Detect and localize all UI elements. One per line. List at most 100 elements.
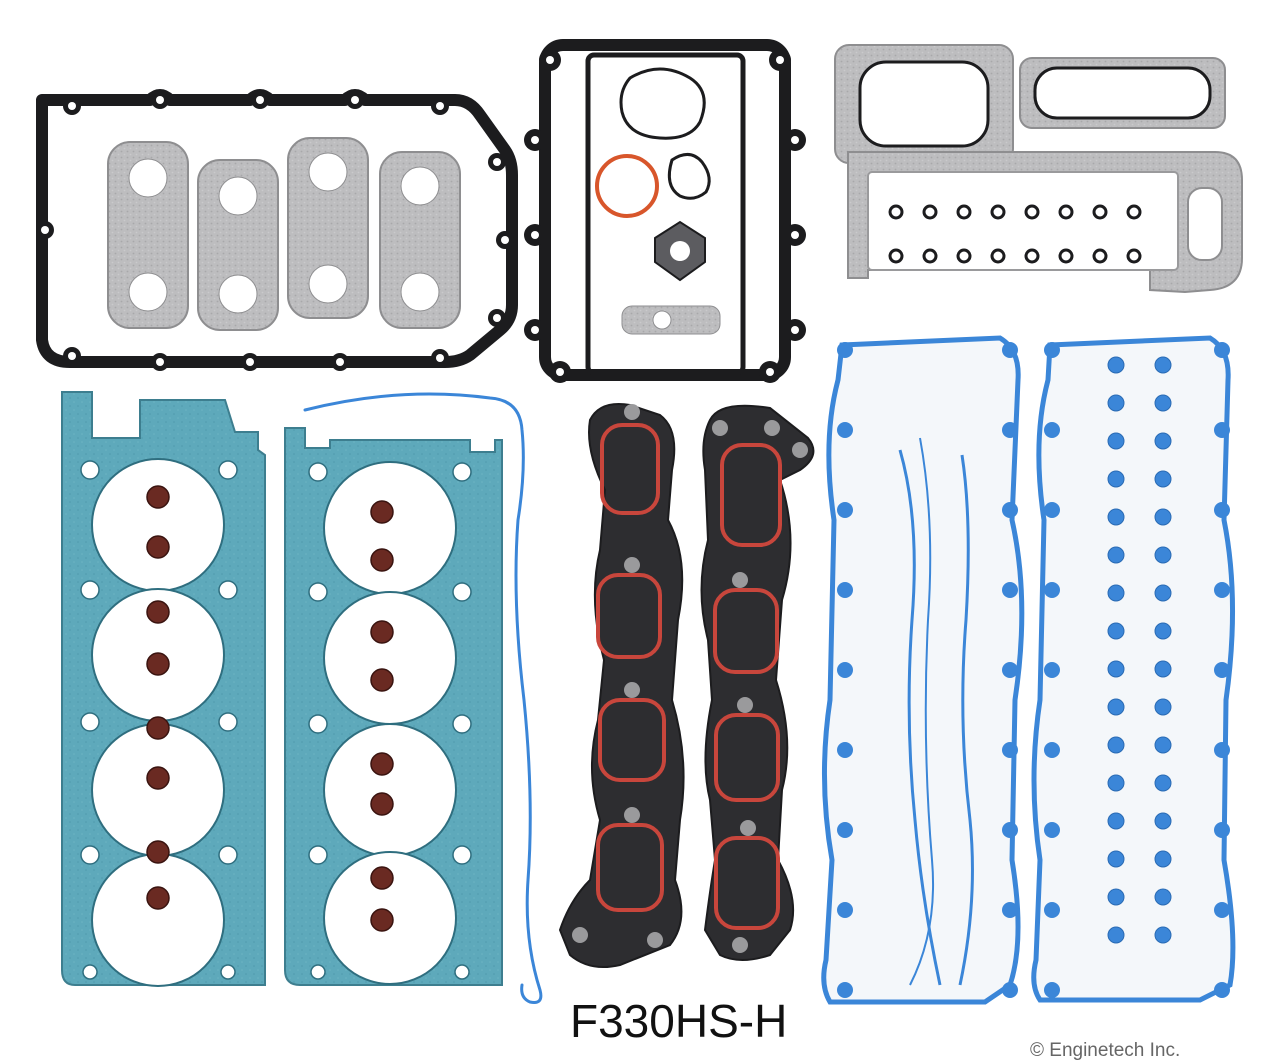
head-gasket-right	[284, 427, 503, 986]
throttle-body-gaskets	[834, 44, 1226, 164]
valve-cover-grommet	[1107, 546, 1125, 564]
valve-cover-gasket-left	[821, 335, 1025, 1005]
valve-cover-grommet	[1107, 736, 1125, 754]
valve-cover-grommet	[1107, 888, 1125, 906]
valve-cover-bolt-lobe	[1002, 342, 1018, 358]
valve-stem-seal	[146, 840, 170, 864]
valve-cover-bolt-lobe	[1214, 982, 1230, 998]
valve-cover-bolt-lobe	[1214, 502, 1230, 518]
exhaust-gasket-4	[379, 151, 461, 329]
valve-cover-grommet	[1107, 470, 1125, 488]
valve-cover-grommet	[1154, 660, 1172, 678]
valve-cover-bolt-lobe	[1044, 822, 1060, 838]
valve-cover-bolt-lobe	[1044, 502, 1060, 518]
o-ring-seal	[956, 204, 972, 220]
valve-stem-seal	[146, 766, 170, 790]
valve-cover-bolt-lobe	[1002, 902, 1018, 918]
exhaust-manifold-gasket-carrier	[36, 89, 518, 371]
valve-cover-grommet	[1107, 508, 1125, 526]
exhaust-gasket-3	[287, 137, 369, 319]
valve-cover-grommet	[1107, 698, 1125, 716]
o-ring-seal	[990, 204, 1006, 220]
o-ring-seal	[888, 248, 904, 264]
seal-plate-gasket	[847, 151, 1243, 294]
valve-cover-bolt-lobe	[1214, 662, 1230, 678]
valve-stem-seal	[146, 485, 170, 509]
valve-cover-grommet	[1154, 546, 1172, 564]
valve-stem-seal	[370, 620, 394, 644]
valve-cover-bolt-lobe	[1002, 582, 1018, 598]
valve-stem-seal	[370, 866, 394, 890]
cylinder-bores-right	[323, 461, 457, 985]
o-ring-seal	[922, 248, 938, 264]
valve-cover-bolt-lobe	[1002, 662, 1018, 678]
valve-cover-grommet	[1107, 622, 1125, 640]
valve-cover-bolt-lobe	[1044, 342, 1060, 358]
red-o-ring	[595, 154, 659, 218]
valve-cover-bolt-lobe	[837, 582, 853, 598]
valve-cover-wire-seal-3	[909, 437, 935, 986]
o-ring-seal	[990, 248, 1006, 264]
o-ring-seal	[1058, 204, 1074, 220]
valve-cover-grommet	[1154, 698, 1172, 716]
o-ring-seal	[922, 204, 938, 220]
valve-stem-seal	[370, 752, 394, 776]
valve-cover-bolt-lobe	[1214, 582, 1230, 598]
valve-cover-bolt-lobe	[1002, 982, 1018, 998]
valve-cover-grommet	[1154, 774, 1172, 792]
intake-gasket-right	[700, 404, 815, 961]
o-ring-seal	[956, 248, 972, 264]
valve-cover-bolt-lobe	[837, 982, 853, 998]
valve-cover-bolt-lobe	[837, 902, 853, 918]
o-ring-seal	[1126, 248, 1142, 264]
valve-cover-grommet	[1154, 508, 1172, 526]
part-number-label: F330HS-H	[570, 995, 788, 1047]
valve-cover-grommet	[1154, 622, 1172, 640]
o-ring-seal	[1024, 204, 1040, 220]
valve-stem-seal	[146, 652, 170, 676]
valve-cover-bolt-lobe	[1214, 902, 1230, 918]
valve-cover-bolt-lobe	[837, 662, 853, 678]
valve-stem-seal	[370, 792, 394, 816]
valve-cover-grommet	[1154, 394, 1172, 412]
valve-cover-grommet	[1107, 432, 1125, 450]
valve-cover-bolt-lobe	[1044, 422, 1060, 438]
o-ring-seal	[888, 204, 904, 220]
valve-cover-grommet	[1154, 812, 1172, 830]
exhaust-gasket-2	[197, 159, 279, 331]
valve-cover-grommet	[1154, 432, 1172, 450]
valve-cover-bolt-lobe	[1214, 742, 1230, 758]
valve-cover-grommet	[1154, 470, 1172, 488]
intake-manifold-gaskets	[558, 403, 815, 968]
valve-stem-seal	[370, 908, 394, 932]
valve-cover-bolt-lobe	[837, 822, 853, 838]
valve-stem-seal	[146, 535, 170, 559]
copyright-text: © Enginetech Inc.	[1030, 1040, 1181, 1061]
valve-cover-grommet	[1107, 926, 1125, 944]
valve-cover-bolt-lobe	[1044, 582, 1060, 598]
valve-cover-bolt-lobe	[1044, 662, 1060, 678]
valve-cover-bolt-lobe	[1214, 342, 1230, 358]
valve-stem-seal	[370, 548, 394, 572]
valve-stem-seal	[146, 716, 170, 740]
valve-cover-bolt-lobe	[1002, 742, 1018, 758]
valve-cover-bolt-lobe	[837, 342, 853, 358]
valve-cover-gasket-right	[1031, 335, 1236, 1003]
valve-cover-bolt-lobe	[837, 422, 853, 438]
valve-cover-grommet	[1107, 394, 1125, 412]
valve-cover-bolt-lobe	[1044, 982, 1060, 998]
valve-cover-grommet	[1107, 812, 1125, 830]
black-o-ring-large	[619, 67, 706, 140]
valve-cover-bolt-lobe	[1002, 822, 1018, 838]
o-ring-seal	[1126, 204, 1142, 220]
valve-cover-grommet	[1107, 584, 1125, 602]
valve-cover-grommet	[1107, 660, 1125, 678]
valve-cover-grommet	[1154, 584, 1172, 602]
valve-cover-bolt-lobe	[1214, 422, 1230, 438]
valve-cover-wire-seal-2	[958, 454, 974, 986]
exhaust-gasket-1	[107, 141, 189, 329]
valve-cover-bolt-lobe	[1002, 502, 1018, 518]
valve-cover-bolt-lobe	[1044, 742, 1060, 758]
valve-cover-grommet	[1154, 356, 1172, 374]
